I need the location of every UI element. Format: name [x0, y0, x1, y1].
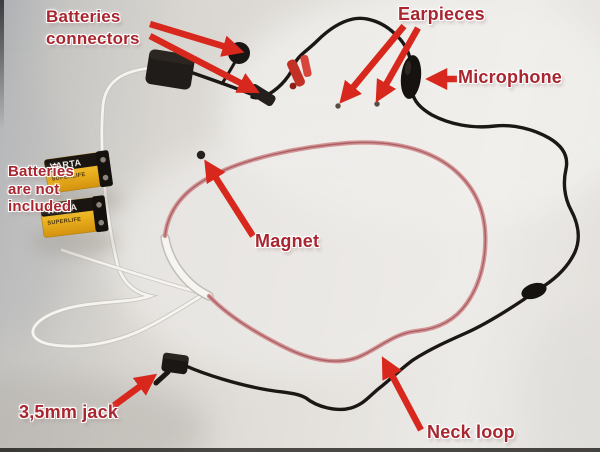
battery-series-text: SUPERLIFE — [47, 217, 82, 227]
label-batteries-connectors: Batteries connectors — [46, 7, 140, 49]
microphone-capsule — [400, 55, 422, 99]
label-earpieces: Earpieces — [398, 4, 485, 24]
neck-loop-wire — [162, 140, 488, 364]
annotation-arrows — [110, 20, 457, 432]
label-35mm-jack: 3,5mm jack — [19, 402, 119, 422]
battery-2: VARTA SUPERLIFE — [40, 195, 109, 238]
battery-brand-text: VARTA — [49, 157, 82, 171]
label-batteries-not-included: Batteries are not included — [8, 163, 74, 216]
label-neck-loop: Neck loop — [427, 422, 515, 442]
arrow-earpiece-right-icon — [375, 26, 421, 103]
connector-box — [145, 49, 195, 90]
magnet-dot — [196, 150, 206, 160]
white-battery-wire — [30, 65, 207, 349]
cable-cinch-bead — [521, 282, 547, 300]
battery-brand-text: VARTA — [45, 202, 78, 216]
photo-edge-bottom — [0, 448, 600, 452]
label-microphone: Microphone — [458, 67, 562, 87]
crocodile-clip — [287, 54, 312, 90]
audio-jack — [153, 352, 189, 386]
arrow-earpiece-left-icon — [339, 23, 407, 104]
arrow-magnet-icon — [204, 159, 256, 238]
battery-series-text: SUPERLIFE — [51, 172, 86, 183]
arrow-jack-icon — [110, 373, 158, 410]
arrow-batteries-connectors-1-icon — [149, 20, 245, 57]
battery-1: VARTA SUPERLIFE — [44, 150, 113, 194]
photo-edge-left — [0, 0, 4, 130]
label-magnet: Magnet — [255, 231, 320, 251]
arrow-neck-loop-icon — [381, 356, 424, 432]
neck-loop-white-sleeve — [160, 233, 214, 301]
arrow-batteries-connectors-2-icon — [148, 33, 260, 94]
